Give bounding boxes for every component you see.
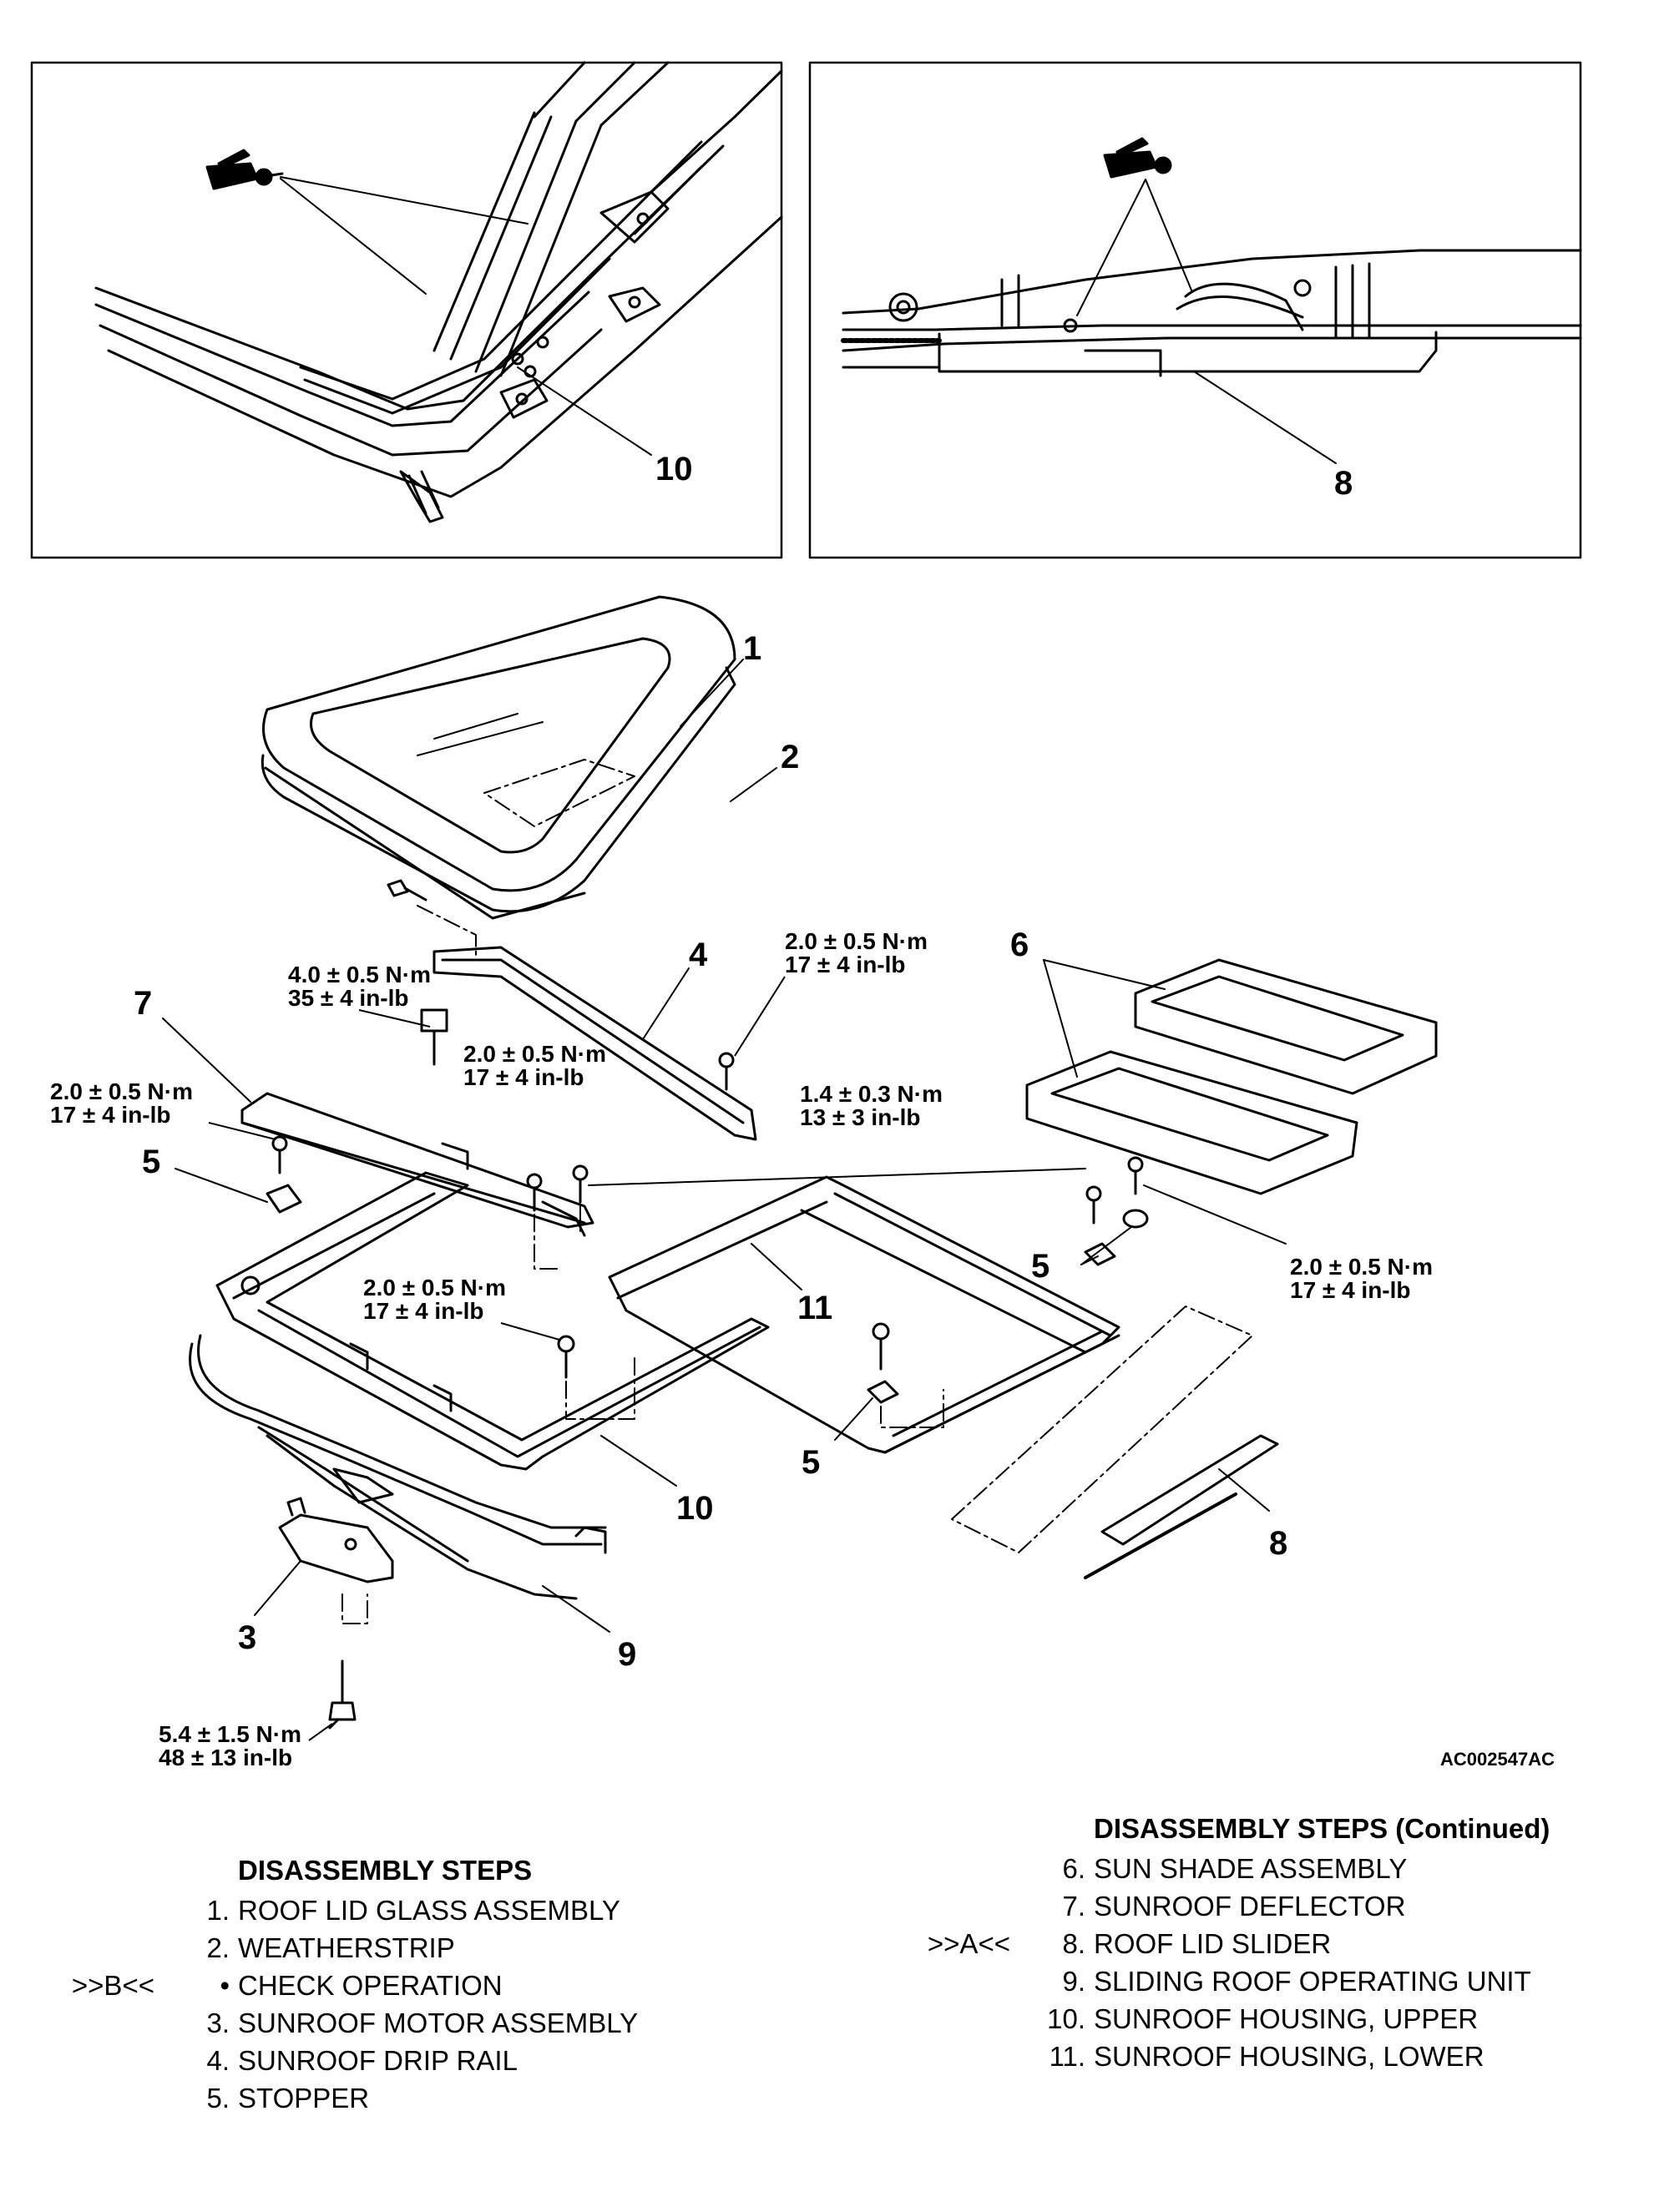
svg-text:17 ± 4 in-lb: 17 ± 4 in-lb [785, 952, 906, 977]
callout-operating-unit: 9 [618, 1636, 636, 1673]
callout-deflector: 7 [134, 985, 152, 1022]
step-row: 3.SUNROOF MOTOR ASSEMBLY [206, 2007, 639, 2038]
callout-stopper-left: 5 [142, 1144, 160, 1180]
torque-spec-5: 1.4 ± 0.3 N·m 13 ± 3 in-lb [800, 1081, 943, 1130]
step-row: 4.SUNROOF DRIP RAIL [206, 2045, 518, 2076]
screw [526, 1173, 543, 1212]
torque-spec-3: 2.0 ± 0.5 N·m 17 ± 4 in-lb [463, 1041, 606, 1090]
callout-housing-upper-detail: 10 [655, 451, 693, 487]
svg-text:48 ± 13 in-lb: 48 ± 13 in-lb [159, 1745, 292, 1770]
screw [718, 1052, 735, 1091]
callout-sun-shade: 6 [1010, 927, 1029, 963]
step-row: 11.SUNROOF HOUSING, LOWER [1049, 2041, 1484, 2072]
svg-text:4.0 ± 0.5 N·m: 4.0 ± 0.5 N·m [288, 962, 431, 987]
disassembly-steps-list: DISASSEMBLY STEPS 1.ROOF LID GLASS ASSEM… [72, 1855, 639, 2117]
callout-roof-lid-glass: 1 [743, 630, 761, 667]
svg-text:17 ± 4 in-lb: 17 ± 4 in-lb [1290, 1277, 1411, 1303]
diagram-code: AC002547AC [1440, 1749, 1555, 1770]
svg-text:1.4 ± 0.3 N·m: 1.4 ± 0.3 N·m [800, 1081, 943, 1107]
svg-text:35 ± 4 in-lb: 35 ± 4 in-lb [288, 985, 409, 1011]
steps-heading-continued: DISASSEMBLY STEPS (Continued) [1094, 1813, 1550, 1844]
svg-text:17 ± 4 in-lb: 17 ± 4 in-lb [363, 1298, 484, 1324]
svg-text:5.4 ± 1.5 N·m: 5.4 ± 1.5 N·m [159, 1721, 301, 1747]
bullet: • [220, 1970, 230, 2001]
grease-applicator-icon [1103, 137, 1172, 179]
stopper [1084, 1209, 1149, 1266]
disassembly-steps-continued-list: DISASSEMBLY STEPS (Continued) 6.SUN SHAD… [928, 1813, 1550, 2075]
sliding-roof-operating-unit [189, 1334, 607, 1600]
callout-weatherstrip: 2 [781, 739, 799, 775]
torque-spec-8: 5.4 ± 1.5 N·m 48 ± 13 in-lb [159, 1721, 301, 1770]
stopper [266, 1184, 302, 1214]
step-row: 7.SUNROOF DEFLECTOR [1062, 1891, 1406, 1922]
torque-spec-1: 4.0 ± 0.5 N·m 35 ± 4 in-lb [288, 962, 431, 1011]
steps-heading: DISASSEMBLY STEPS [238, 1855, 533, 1886]
roof-lid-glass-assembly [260, 595, 736, 920]
bolt [328, 1659, 357, 1730]
callout-stopper-center: 5 [802, 1444, 820, 1481]
sunroof-drip-rail [432, 946, 757, 1141]
bolt [420, 1008, 448, 1066]
detail-box-housing [30, 61, 783, 559]
callout-housing-upper: 10 [676, 1490, 714, 1527]
torque-spec-7: 2.0 ± 0.5 N·m 17 ± 4 in-lb [363, 1275, 506, 1324]
svg-text:17 ± 4 in-lb: 17 ± 4 in-lb [463, 1064, 584, 1090]
svg-text:17 ± 4 in-lb: 17 ± 4 in-lb [50, 1102, 171, 1128]
callout-drip-rail: 4 [689, 937, 708, 973]
step-row: 10.SUNROOF HOUSING, UPPER [1047, 2003, 1479, 2034]
step-row: >>A<<8.ROOF LID SLIDER [928, 1925, 1550, 1962]
screw [872, 1322, 890, 1371]
screw [557, 1335, 575, 1379]
svg-text:2.0 ± 0.5 N·m: 2.0 ± 0.5 N·m [50, 1078, 193, 1104]
callout-housing-lower: 11 [797, 1290, 832, 1326]
svg-text:2.0 ± 0.5 N·m: 2.0 ± 0.5 N·m [1290, 1254, 1433, 1280]
sunroof-deflector [240, 1092, 594, 1237]
sun-shade-assembly [1025, 958, 1438, 1195]
svg-text:2.0 ± 0.5 N·m: 2.0 ± 0.5 N·m [463, 1041, 606, 1067]
step-row: >>B<<•CHECK OPERATION [72, 1967, 532, 2004]
screw [572, 1164, 589, 1204]
sunroof-motor-assembly [278, 1497, 394, 1583]
service-point-tag: >>A<< [927, 1928, 1010, 1959]
svg-text:2.0 ± 0.5 N·m: 2.0 ± 0.5 N·m [363, 1275, 506, 1300]
torque-spec-4: 2.0 ± 0.5 N·m 17 ± 4 in-lb [50, 1078, 193, 1128]
step-row: 2.WEATHERSTRIP [206, 1932, 455, 1963]
step-row: 5.STOPPER [206, 2083, 370, 2114]
step-row: 9.SLIDING ROOF OPERATING UNIT [1062, 1966, 1531, 1997]
stopper [867, 1380, 899, 1404]
detail-box-slider [808, 61, 1582, 559]
service-point-tag: >>B<< [71, 1970, 154, 2001]
svg-text:13 ± 3 in-lb: 13 ± 3 in-lb [800, 1104, 921, 1130]
bolt [387, 879, 427, 901]
svg-text:2.0 ± 0.5 N·m: 2.0 ± 0.5 N·m [785, 928, 928, 954]
callout-roof-lid-slider: 8 [1269, 1525, 1287, 1562]
grease-applicator-icon [205, 149, 284, 190]
callout-stopper-right: 5 [1031, 1248, 1049, 1285]
sunroof-housing-lower [608, 1175, 1120, 1454]
callout-motor: 3 [238, 1619, 256, 1656]
step-row: 6.SUN SHADE ASSEMBLY [1062, 1853, 1408, 1884]
screw [1127, 1156, 1144, 1195]
step-row: 1.ROOF LID GLASS ASSEMBLY [206, 1895, 620, 1926]
roof-lid-slider [1084, 1434, 1279, 1579]
sunroof-housing-upper [215, 1171, 770, 1471]
torque-spec-2: 2.0 ± 0.5 N·m 17 ± 4 in-lb [785, 928, 928, 977]
callout-slider-detail: 8 [1334, 465, 1353, 502]
screw [271, 1135, 288, 1174]
screw [1085, 1185, 1102, 1225]
torque-spec-6: 2.0 ± 0.5 N·m 17 ± 4 in-lb [1290, 1254, 1433, 1303]
